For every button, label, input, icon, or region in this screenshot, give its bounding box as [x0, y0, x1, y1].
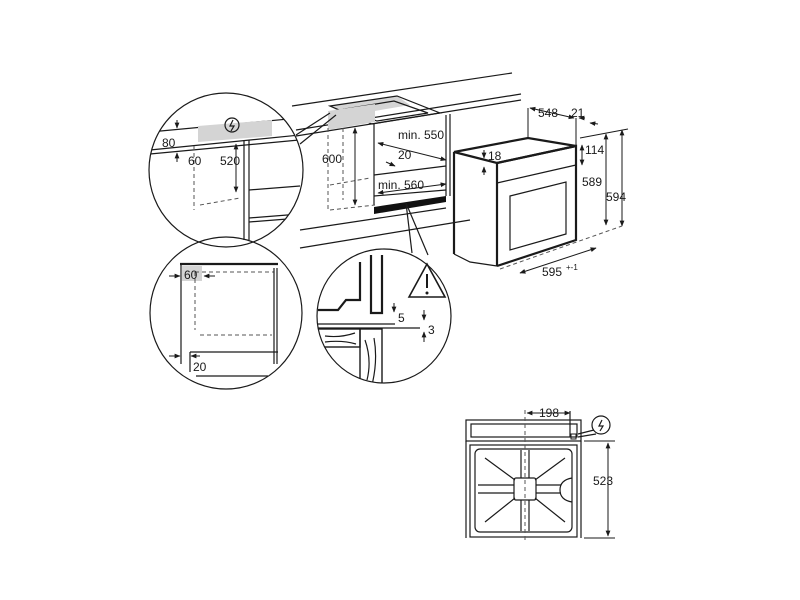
- dim-198: 198: [539, 406, 559, 420]
- warning-triangle-icon: [407, 262, 447, 298]
- dim-18: 18: [488, 149, 502, 163]
- detail-circle-side: 60 20: [149, 236, 303, 390]
- dim-595: 595: [542, 265, 562, 279]
- dim-114: 114: [585, 143, 604, 157]
- dim-21: 21: [571, 106, 585, 120]
- dim-20-cabinet: 20: [398, 148, 412, 162]
- dim-5: 5: [398, 311, 405, 325]
- dim-80: 80: [162, 136, 176, 150]
- dim-595-tolerance: +-1: [566, 263, 578, 272]
- dim-520: 520: [220, 154, 240, 168]
- dim-523: 523: [593, 474, 613, 488]
- dim-min-550: min. 550: [398, 128, 444, 142]
- dim-589: 589: [582, 175, 602, 189]
- oven-isometric: 548 21 18 114 589 594 595 +-1: [452, 106, 629, 279]
- detail-circle-socket: 80 60 520: [148, 92, 304, 248]
- dim-20-side: 20: [193, 360, 207, 374]
- dim-60-top: 60: [188, 154, 202, 168]
- dim-60-side: 60: [184, 268, 198, 282]
- countertop-cabinet-view: 600 min. 550 20 min. 560: [291, 72, 522, 256]
- dim-594: 594: [606, 190, 626, 204]
- power-socket-icon-top: [591, 415, 611, 435]
- dim-548: 548: [538, 106, 558, 120]
- dim-3: 3: [428, 323, 435, 337]
- oven-top-view: 198 523: [465, 406, 615, 543]
- power-socket-icon: [224, 117, 240, 133]
- detail-circle-floor: 5 3: [316, 248, 452, 384]
- dim-600: 600: [322, 152, 342, 166]
